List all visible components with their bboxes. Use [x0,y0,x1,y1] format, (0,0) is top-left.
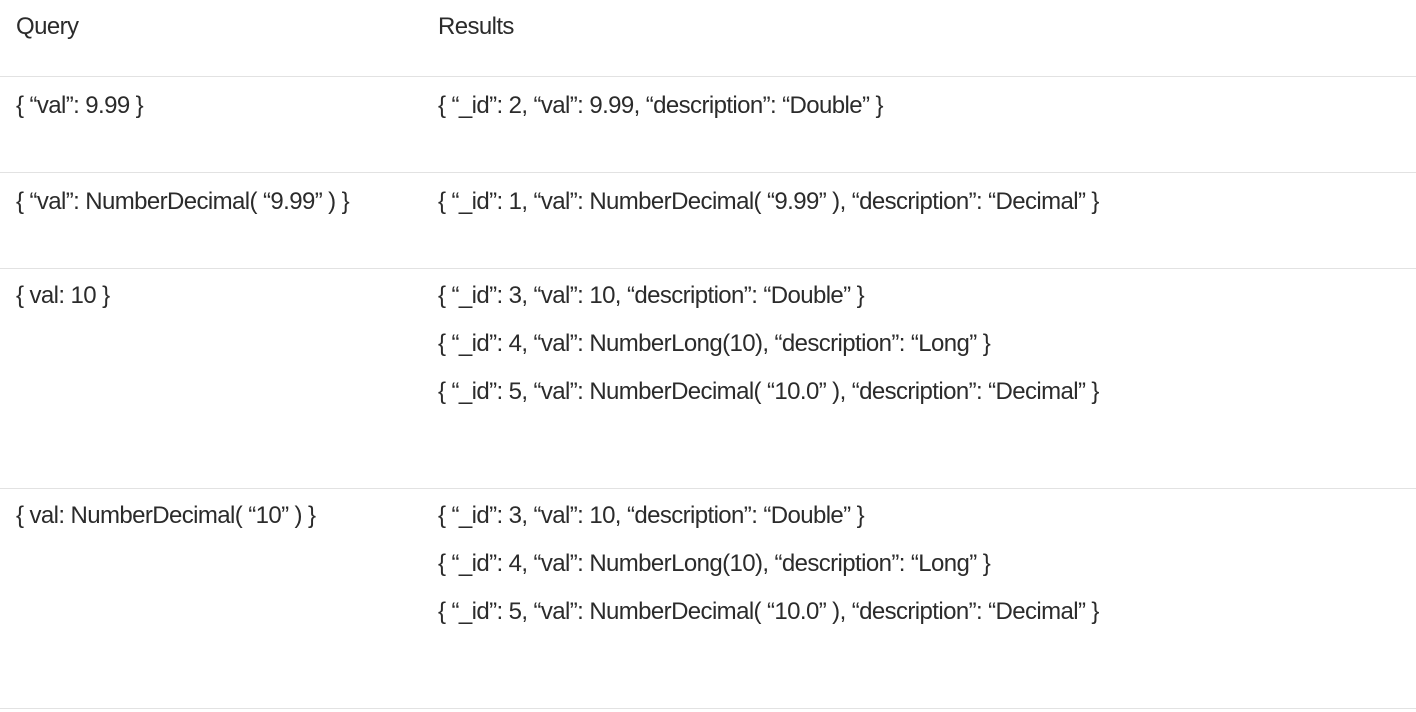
column-header-results: Results [438,13,514,40]
query-text: { val: NumberDecimal( “10” ) } [16,502,316,529]
result-document: { “_id”: 5, “val”: NumberDecimal( “10.0”… [438,598,1099,625]
result-document: { “_id”: 4, “val”: NumberLong(10), “desc… [438,550,991,577]
result-document: { “_id”: 3, “val”: 10, “description”: “D… [438,282,865,309]
result-document: { “_id”: 3, “val”: 10, “description”: “D… [438,502,865,529]
table-row: { val: NumberDecimal( “10” ) } { “_id”: … [0,489,1416,709]
query-text: { “val”: NumberDecimal( “9.99” ) } [16,188,350,215]
results-cell: { “_id”: 2, “val”: 9.99, “description”: … [422,82,1416,172]
table-row: { val: 10 } { “_id”: 3, “val”: 10, “desc… [0,269,1416,489]
results-cell: { “_id”: 3, “val”: 10, “description”: “D… [422,272,1416,488]
header-cell-query: Query [0,3,422,76]
query-cell: { “val”: NumberDecimal( “9.99” ) } [0,178,422,268]
query-text: { “val”: 9.99 } [16,92,144,119]
result-document: { “_id”: 2, “val”: 9.99, “description”: … [438,92,883,119]
header-cell-results: Results [422,3,1416,76]
query-cell: { “val”: 9.99 } [0,82,422,172]
column-header-query: Query [16,13,79,40]
result-document: { “_id”: 1, “val”: NumberDecimal( “9.99”… [438,188,1099,215]
result-document: { “_id”: 5, “val”: NumberDecimal( “10.0”… [438,378,1099,405]
query-cell: { val: 10 } [0,272,422,488]
table-row: { “val”: NumberDecimal( “9.99” ) } { “_i… [0,173,1416,269]
table-header-row: Query Results [0,0,1416,77]
results-cell: { “_id”: 3, “val”: 10, “description”: “D… [422,492,1416,708]
results-cell: { “_id”: 1, “val”: NumberDecimal( “9.99”… [422,178,1416,268]
result-document: { “_id”: 4, “val”: NumberLong(10), “desc… [438,330,991,357]
query-text: { val: 10 } [16,282,110,309]
table-row: { “val”: 9.99 } { “_id”: 2, “val”: 9.99,… [0,77,1416,173]
query-cell: { val: NumberDecimal( “10” ) } [0,492,422,708]
